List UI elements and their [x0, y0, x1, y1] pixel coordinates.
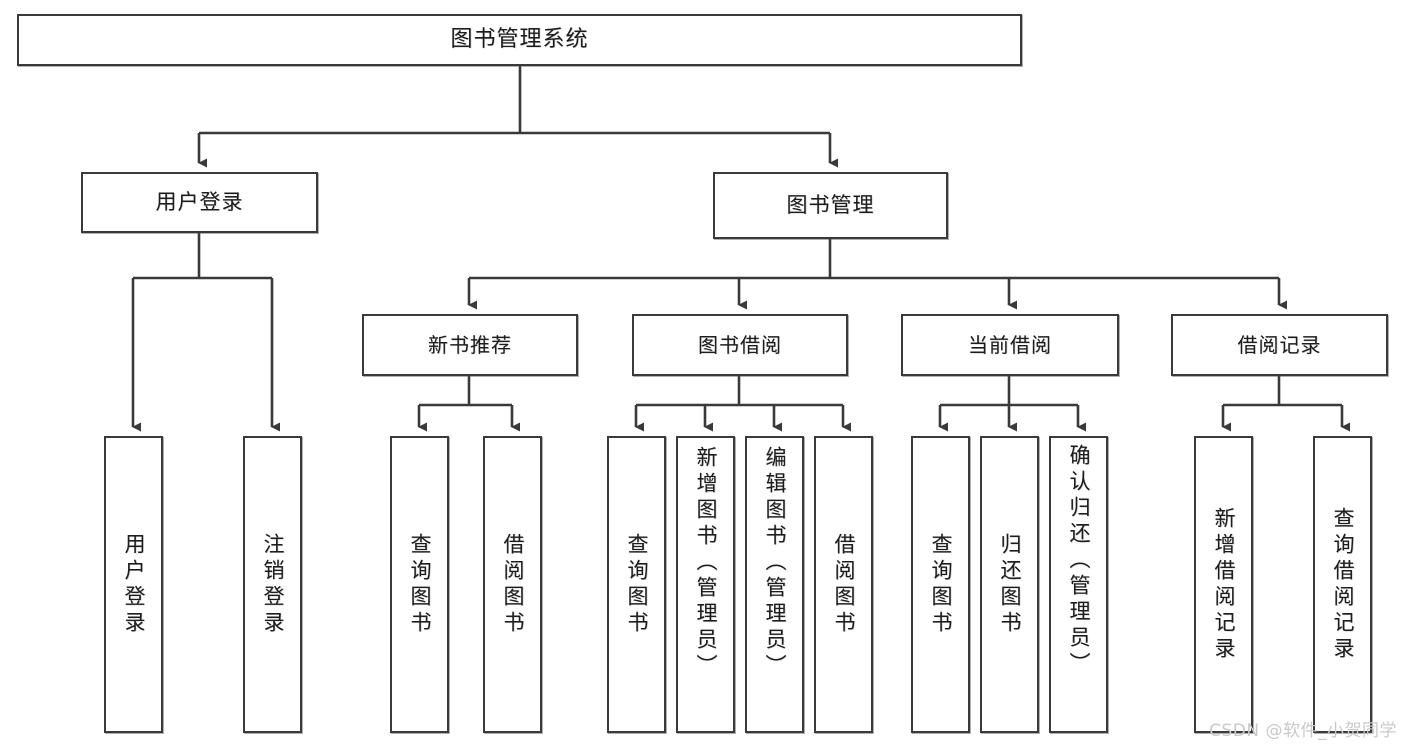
leaf-bb-edit-book[interactable]: 编辑图书（管理员）: [745, 436, 804, 733]
node-book-borrow[interactable]: 图书借阅: [632, 314, 848, 376]
edges: [131, 66, 1350, 432]
node-root-system[interactable]: 图书管理系统: [17, 14, 1022, 66]
leaf-bb-add-book-label: 新增图书（管理员）: [694, 446, 718, 680]
leaf-br-query-record-label: 查询借阅记录: [1331, 506, 1355, 663]
leaf-user-login[interactable]: 用户登录: [104, 436, 163, 733]
node-user-login[interactable]: 用户登录: [81, 172, 318, 233]
leaf-cb-return-book-label: 归还图书: [998, 532, 1022, 637]
node-borrow-record-label: 借阅记录: [1237, 332, 1322, 357]
node-new-book-recommend-label: 新书推荐: [428, 332, 512, 357]
leaf-bb-query-book[interactable]: 查询图书: [607, 436, 666, 733]
leaf-logout-label: 注销登录: [261, 532, 285, 637]
leaf-nb-borrow-book[interactable]: 借阅图书: [483, 436, 542, 733]
leaf-br-query-record[interactable]: 查询借阅记录: [1313, 436, 1372, 733]
leaf-bb-borrow-book-label: 借阅图书: [832, 532, 856, 637]
leaf-cb-query-book[interactable]: 查询图书: [911, 436, 970, 733]
leaf-nb-borrow-book-label: 借阅图书: [501, 532, 525, 637]
node-current-borrow-label: 当前借阅: [968, 332, 1052, 357]
leaf-bb-add-book[interactable]: 新增图书（管理员）: [676, 436, 735, 733]
leaf-cb-query-book-label: 查询图书: [929, 532, 953, 637]
leaf-bb-borrow-book[interactable]: 借阅图书: [814, 436, 873, 733]
leaf-bb-edit-book-label: 编辑图书（管理员）: [763, 446, 787, 680]
leaf-nb-query-book-label: 查询图书: [408, 532, 432, 637]
leaf-cb-confirm-return-label: 确认归还（管理员）: [1067, 444, 1091, 678]
leaf-br-add-record-label: 新增借阅记录: [1212, 506, 1236, 663]
node-borrow-record[interactable]: 借阅记录: [1171, 314, 1388, 376]
leaf-nb-query-book[interactable]: 查询图书: [390, 436, 449, 733]
leaf-br-add-record[interactable]: 新增借阅记录: [1194, 436, 1253, 733]
node-current-borrow[interactable]: 当前借阅: [901, 314, 1119, 376]
leaf-logout[interactable]: 注销登录: [243, 436, 302, 733]
node-book-management-label: 图书管理: [786, 192, 875, 217]
node-root-label: 图书管理系统: [450, 26, 589, 52]
node-new-book-recommend[interactable]: 新书推荐: [362, 314, 578, 376]
leaf-cb-return-book[interactable]: 归还图书: [980, 436, 1039, 733]
node-user-login-label: 用户登录: [155, 189, 244, 214]
node-book-borrow-label: 图书借阅: [698, 332, 782, 357]
leaf-user-login-label: 用户登录: [122, 532, 146, 637]
leaf-cb-confirm-return[interactable]: 确认归还（管理员）: [1049, 436, 1108, 733]
leaf-bb-query-book-label: 查询图书: [625, 532, 649, 637]
node-book-management[interactable]: 图书管理: [713, 172, 948, 239]
